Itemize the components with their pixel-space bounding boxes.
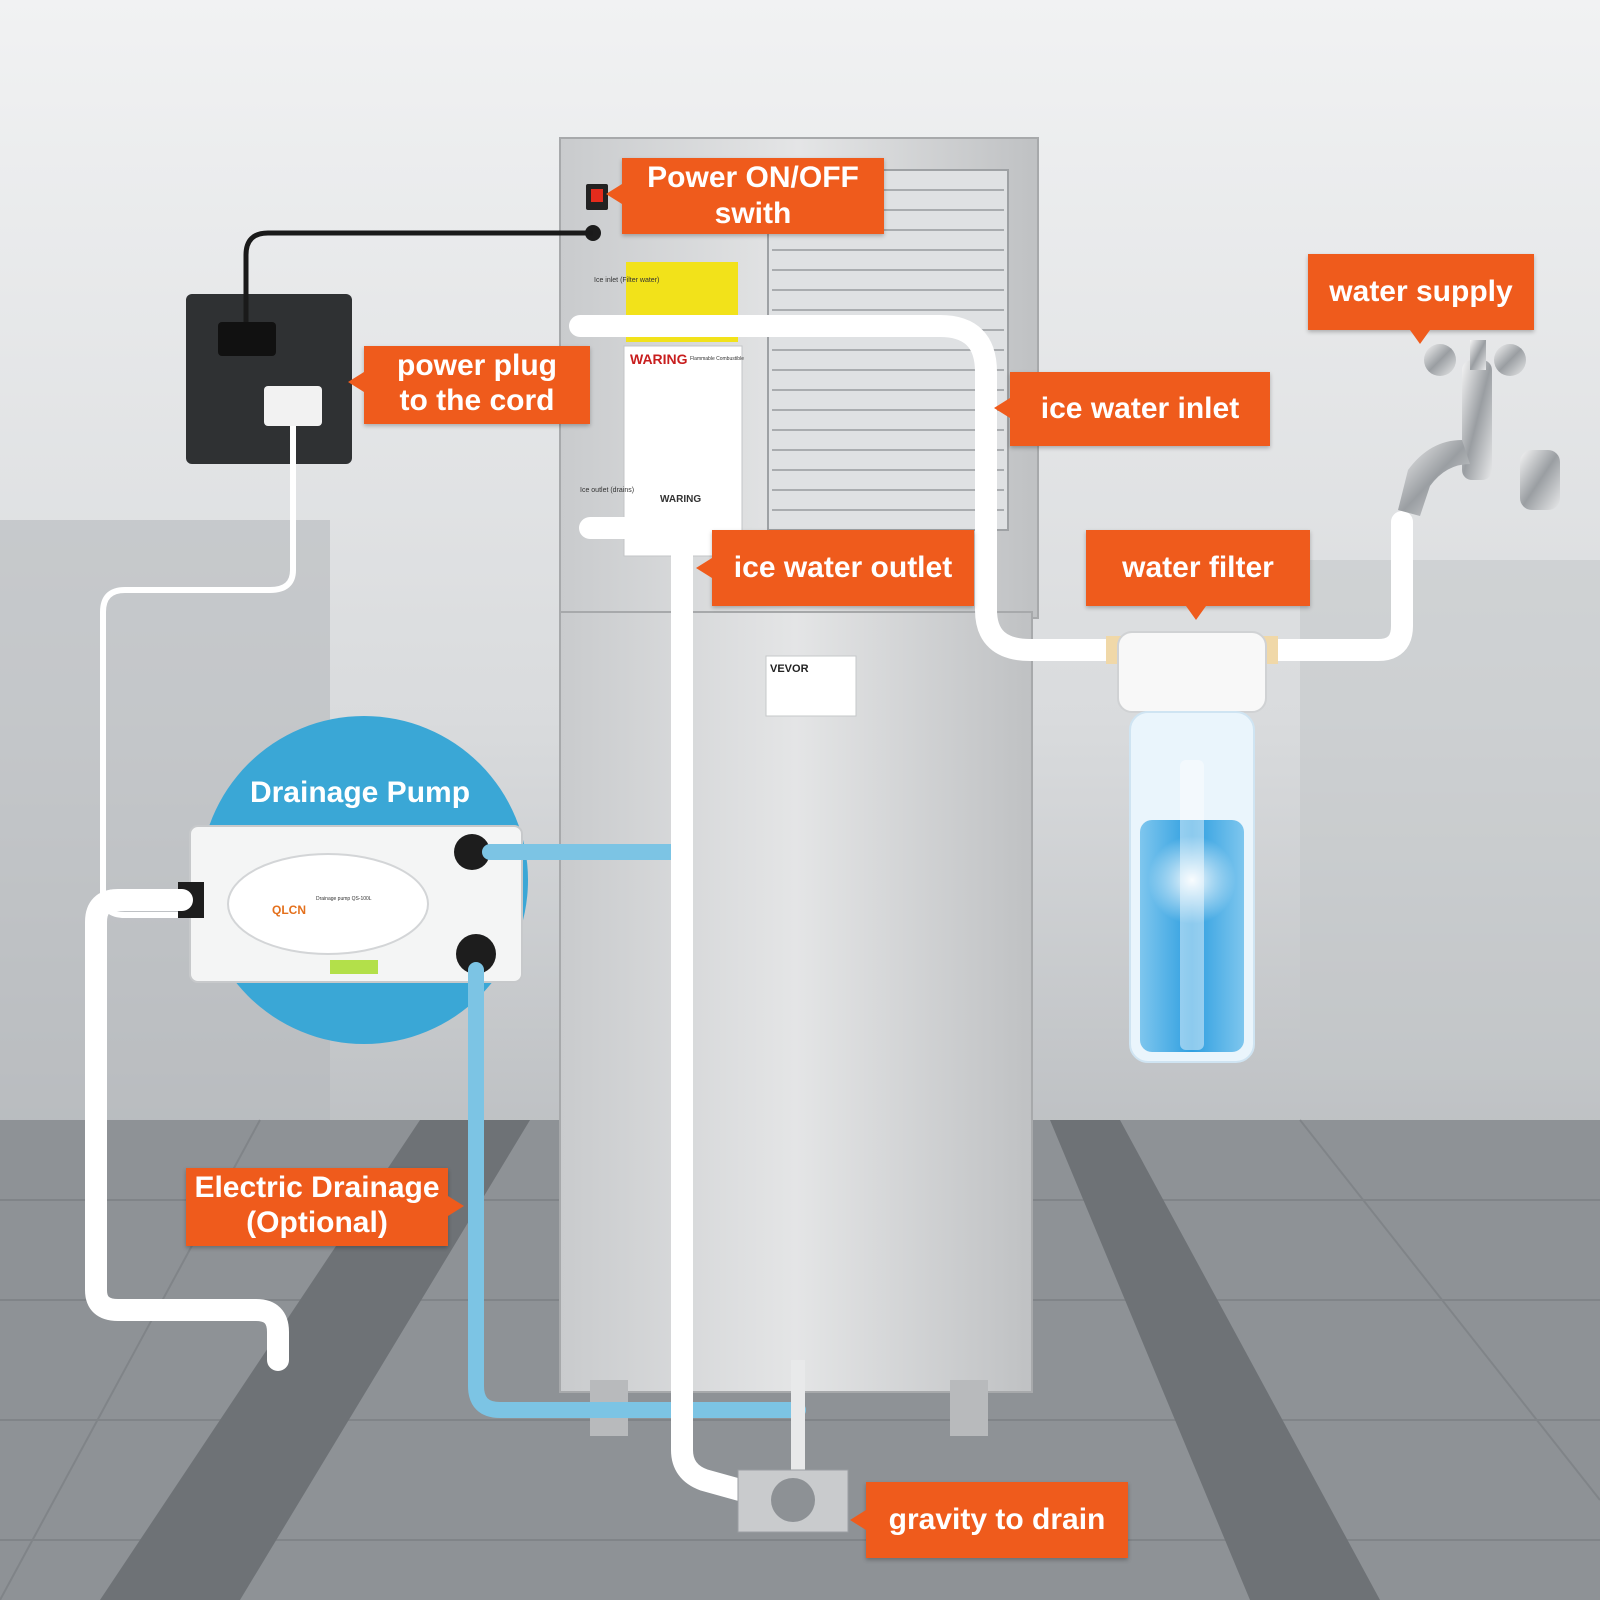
warning-sub: Flammable Combustible <box>690 356 744 362</box>
ice-water-outlet-callout: ice water outlet <box>696 530 974 606</box>
power-switch-callout: Power ON/OFF swith <box>606 158 884 234</box>
drain-grate <box>771 1478 815 1522</box>
ice-water-inlet-label: ice water inlet <box>1040 392 1240 425</box>
filter-glow <box>1148 836 1236 924</box>
pump-inlet <box>454 834 490 870</box>
vevor-logo: VEVOR <box>770 663 809 675</box>
white-drain-hose-left <box>85 889 289 1371</box>
callout-pointer <box>1186 606 1206 620</box>
callout-pointer <box>348 372 364 392</box>
water-faucet-icon <box>1398 340 1560 516</box>
drainage-pump-title: Drainage Pump <box>249 776 471 809</box>
callout-pointer <box>696 558 712 578</box>
water-filter-callout: water filter <box>1086 530 1310 620</box>
wall-outlet <box>186 294 352 464</box>
power-plug-callout: power plug to the cord <box>348 346 590 424</box>
water-supply-callout: water supply <box>1308 254 1534 344</box>
port-outlet-label: Ice outlet (drains) <box>580 487 634 494</box>
outlet-socket <box>264 386 322 426</box>
gravity-drain-label: gravity to drain <box>888 1503 1106 1536</box>
pump-brand: QLCN <box>272 903 306 917</box>
ice-inlet-hose <box>569 315 1127 661</box>
callout-pointer <box>850 1510 866 1530</box>
foot-right <box>950 1380 988 1436</box>
level-bubble <box>330 960 378 974</box>
ice-water-inlet-callout: ice water inlet <box>994 372 1270 446</box>
electric-drainage-callout: Electric Drainage (Optional) <box>186 1168 464 1246</box>
callout-pointer <box>1410 330 1430 344</box>
water-filter-label: water filter <box>1122 551 1274 584</box>
pump-model: Drainage pump QS-100L <box>316 896 372 902</box>
warning-label-2: WARING <box>660 494 701 505</box>
callout-pointer <box>448 1196 464 1216</box>
port-inlet-label: Ice inlet (Filter water) <box>594 277 659 284</box>
drainage-pump <box>178 825 523 983</box>
right-floor-grate <box>1050 1120 1380 1600</box>
power-plug-icon <box>218 322 276 356</box>
filter-cartridge <box>1180 760 1204 1050</box>
water-supply-label: water supply <box>1329 275 1513 308</box>
power-switch-line1: Power ON/OFF <box>647 161 859 194</box>
gravity-drain-callout: gravity to drain <box>850 1482 1128 1558</box>
warning-label: WARING <box>630 351 688 367</box>
filter-head <box>1117 631 1267 713</box>
blue-drain-pipe-out <box>468 962 806 1418</box>
pump-outlet <box>456 934 496 974</box>
water-filter <box>1106 631 1278 1063</box>
electric-drainage-line2: (Optional) <box>246 1206 388 1239</box>
power-switch-line2: swith <box>714 197 792 230</box>
power-plug-line1: power plug <box>397 349 557 382</box>
power-plug-line2: to the cord <box>399 384 555 417</box>
switch-rocker <box>591 189 603 202</box>
ice-outlet-hose <box>579 517 751 1501</box>
ice-water-outlet-label: ice water outlet <box>733 551 953 584</box>
supply-hose <box>1265 511 1413 661</box>
power-cord <box>243 230 593 322</box>
callout-pointer <box>606 184 622 204</box>
callout-pointer <box>994 398 1010 418</box>
nameplate <box>765 655 857 717</box>
right-counter <box>1300 560 1600 1080</box>
electric-drainage-line1: Electric Drainage <box>194 1171 440 1204</box>
